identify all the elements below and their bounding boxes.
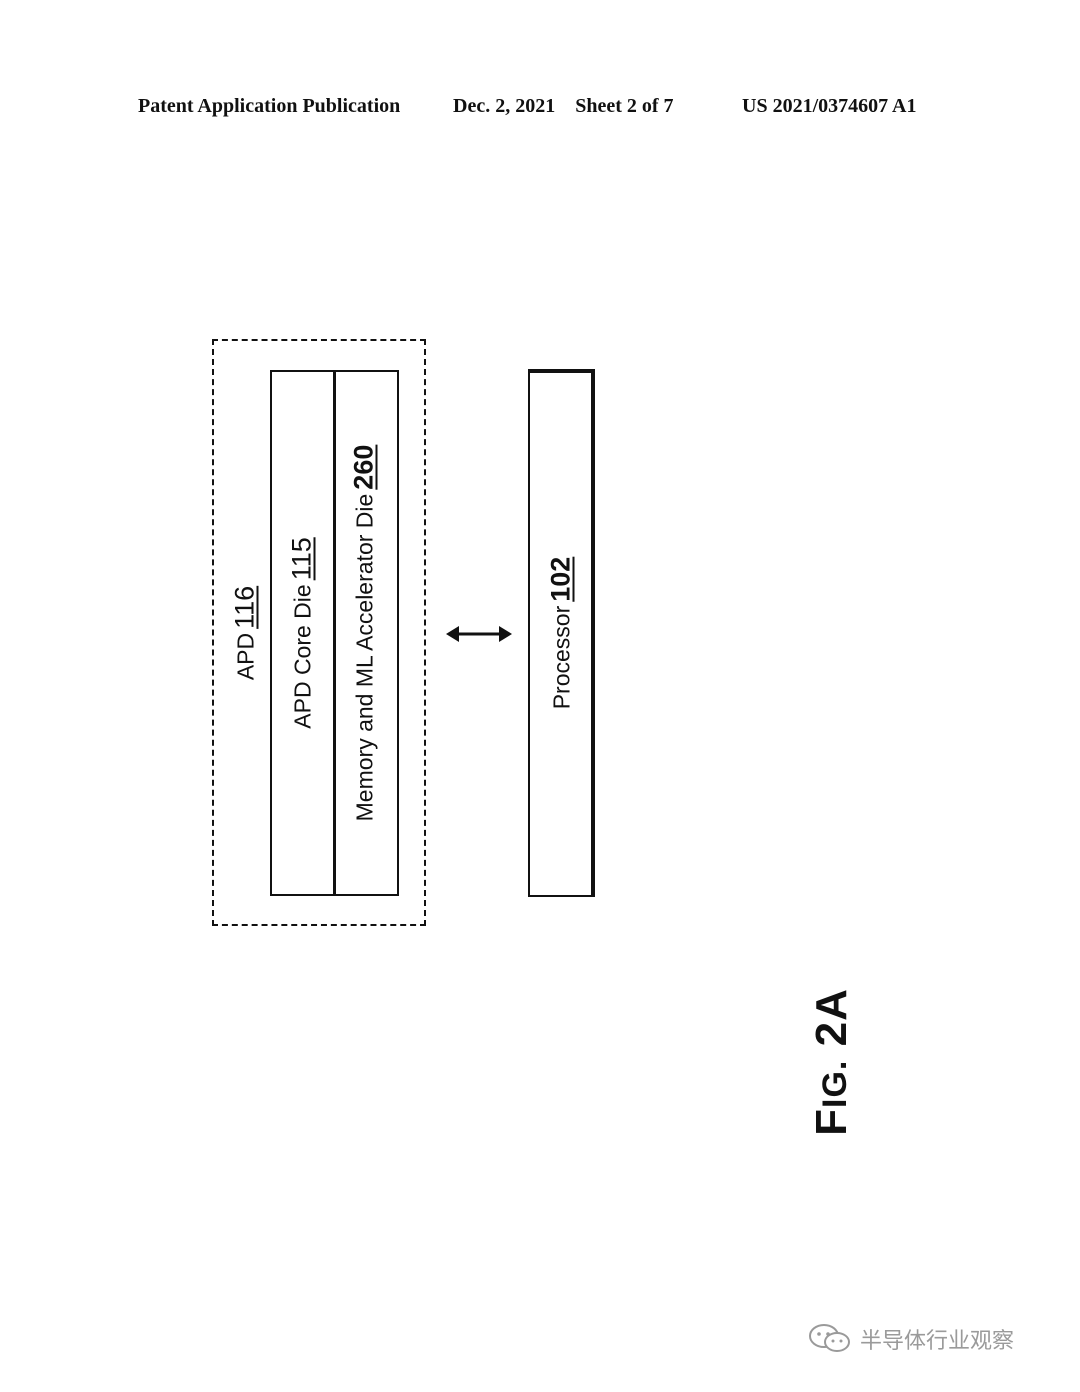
patent-number: US 2021/0374607 A1 (742, 95, 917, 117)
watermark-text: 半导体行业观察 (860, 1329, 1015, 1354)
apd-container (212, 339, 426, 926)
wechat-icon (809, 1324, 850, 1352)
apd-label: APD 116 (230, 586, 261, 680)
date-sheet: Dec. 2, 2021 Sheet 2 of 7 (453, 95, 674, 117)
figure-label: FIG. 2A (807, 988, 857, 1136)
memory-ml-accelerator-die-box (333, 370, 399, 896)
figure-number: 2A (807, 988, 856, 1047)
processor-label: Processor 102 (546, 557, 577, 710)
apd-ref: 116 (229, 585, 260, 629)
processor-ref: 102 (545, 556, 576, 602)
core-die-label-text: APD Core Die (289, 584, 316, 729)
memory-die-label-text: Memory and ML Accelerator Die (351, 493, 378, 822)
processor-label-text: Processor (548, 605, 575, 710)
bidirectional-arrow-icon (446, 626, 512, 642)
apd-core-die-box (270, 370, 336, 896)
figure-prefix: F (807, 1107, 856, 1136)
figure-small: IG. (816, 1059, 854, 1108)
core-die-ref: 115 (286, 537, 317, 581)
memory-die-ref: 260 (348, 444, 379, 490)
processor-box (528, 369, 595, 897)
publication-title: Patent Application Publication (138, 95, 401, 117)
apd-label-text: APD (232, 632, 259, 681)
apd-core-die-label: APD Core Die 115 (287, 537, 318, 728)
watermark: 半导体行业观察 (808, 1323, 1014, 1355)
memory-die-label: Memory and ML Accelerator Die 260 (349, 445, 380, 822)
